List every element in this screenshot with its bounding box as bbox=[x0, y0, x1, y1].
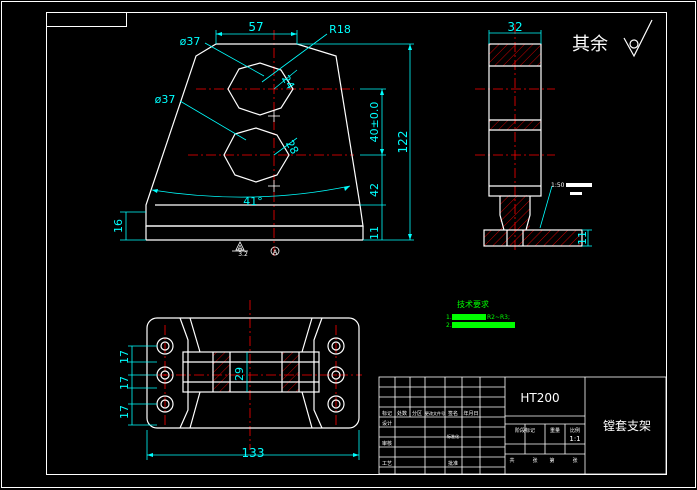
tech-req-item1-prefix: 1. bbox=[446, 314, 452, 321]
roughness-text: 其余 bbox=[572, 34, 608, 55]
col-label: 分区 bbox=[412, 410, 422, 417]
dim-top-width: 57 bbox=[248, 20, 263, 34]
top-dim-17-a: 17 bbox=[118, 350, 131, 364]
side-hatch bbox=[484, 44, 582, 246]
side-dim-width: 32 bbox=[507, 20, 522, 34]
dim-overall-height: 122 bbox=[396, 131, 410, 154]
front-dimension-arrows bbox=[152, 32, 412, 240]
stage-label: 比例 bbox=[570, 427, 580, 434]
dim-base-right: 11 bbox=[368, 226, 381, 240]
col-label: 签名 bbox=[448, 410, 458, 417]
top-dim-17-c: 17 bbox=[118, 405, 131, 419]
col-label: 更改文件号 bbox=[425, 410, 445, 416]
dim-base-left: 16 bbox=[112, 219, 125, 233]
roughness-symbol-icon bbox=[623, 19, 653, 58]
lower-hole bbox=[223, 127, 290, 183]
technical-requirements: 技术要求 1. R2~R3; 2. bbox=[446, 299, 515, 329]
side-view: 32 11 1:50 bbox=[475, 20, 592, 252]
side-dim-base-height: 11 bbox=[576, 231, 589, 245]
row-label: 工艺 bbox=[382, 461, 392, 467]
tech-req-title: 技术要求 bbox=[457, 299, 489, 309]
title-scale: 1:1 bbox=[569, 435, 580, 443]
dim-center-spacing: 40±0.0 bbox=[368, 102, 381, 143]
datum-symbol-b bbox=[270, 246, 280, 256]
datum-symbol-a bbox=[232, 241, 248, 252]
top-dim-133: 133 bbox=[242, 446, 265, 460]
tech-req-item1-suffix: R2~R3; bbox=[487, 314, 510, 321]
sub-label: 标准化 bbox=[447, 433, 459, 439]
stage-label: 阶段标记 bbox=[515, 427, 535, 434]
sheet-label: 第 bbox=[549, 457, 554, 464]
dim-angle: 41° bbox=[243, 195, 263, 208]
datum-b-label: A bbox=[273, 249, 278, 256]
col-label: 年月日 bbox=[463, 410, 478, 417]
dim-upper-angle: 24 bbox=[279, 73, 297, 92]
front-holes bbox=[223, 62, 294, 183]
col-label: 处数 bbox=[397, 410, 407, 417]
title-block-text: HT200 镗套支架 1:1 标记 处数 分区 更改文件号 签名 年月日 设计 … bbox=[382, 391, 651, 467]
title-block bbox=[378, 376, 667, 475]
front-outline bbox=[145, 43, 364, 241]
dim-upper-hole: ø37 bbox=[180, 35, 201, 48]
row-label: 设计 bbox=[382, 420, 392, 427]
side-outline bbox=[483, 43, 583, 247]
tech-req-item2-prefix: 2. bbox=[446, 322, 452, 329]
dim-lower-angle: 28 bbox=[283, 138, 301, 157]
upper-hole bbox=[227, 62, 294, 116]
top-dim-17-b: 17 bbox=[118, 376, 131, 390]
title-part-name: 镗套支架 bbox=[603, 419, 651, 433]
dim-lower-hole: ø37 bbox=[155, 93, 176, 106]
roughness-note: 其余 bbox=[572, 19, 653, 58]
sub-label: 批准 bbox=[448, 460, 458, 467]
sheet-label: 张 bbox=[572, 457, 577, 464]
sheet-label: 张 bbox=[532, 457, 537, 464]
row-label: 审核 bbox=[382, 440, 392, 447]
datum-a-roughness: 3.2 bbox=[238, 251, 248, 258]
top-dim-29: 29 bbox=[233, 367, 246, 381]
title-material: HT200 bbox=[520, 391, 559, 405]
dim-lower-center-height: 42 bbox=[368, 183, 381, 197]
stage-label: 重量 bbox=[550, 427, 560, 434]
top-view: 17 17 17 29 133 bbox=[118, 300, 362, 460]
side-callout: 1:50 bbox=[551, 182, 565, 189]
front-dimensions bbox=[120, 30, 414, 241]
front-view: 57 R18 ø37 ø37 24 28 40±0.0 122 42 11 16… bbox=[112, 20, 414, 258]
dim-radius: R18 bbox=[329, 23, 351, 36]
col-label: 标记 bbox=[382, 410, 392, 417]
top-outline bbox=[146, 317, 360, 429]
datum-a-label: A bbox=[238, 244, 243, 252]
sheet-label: 共 bbox=[509, 457, 514, 464]
